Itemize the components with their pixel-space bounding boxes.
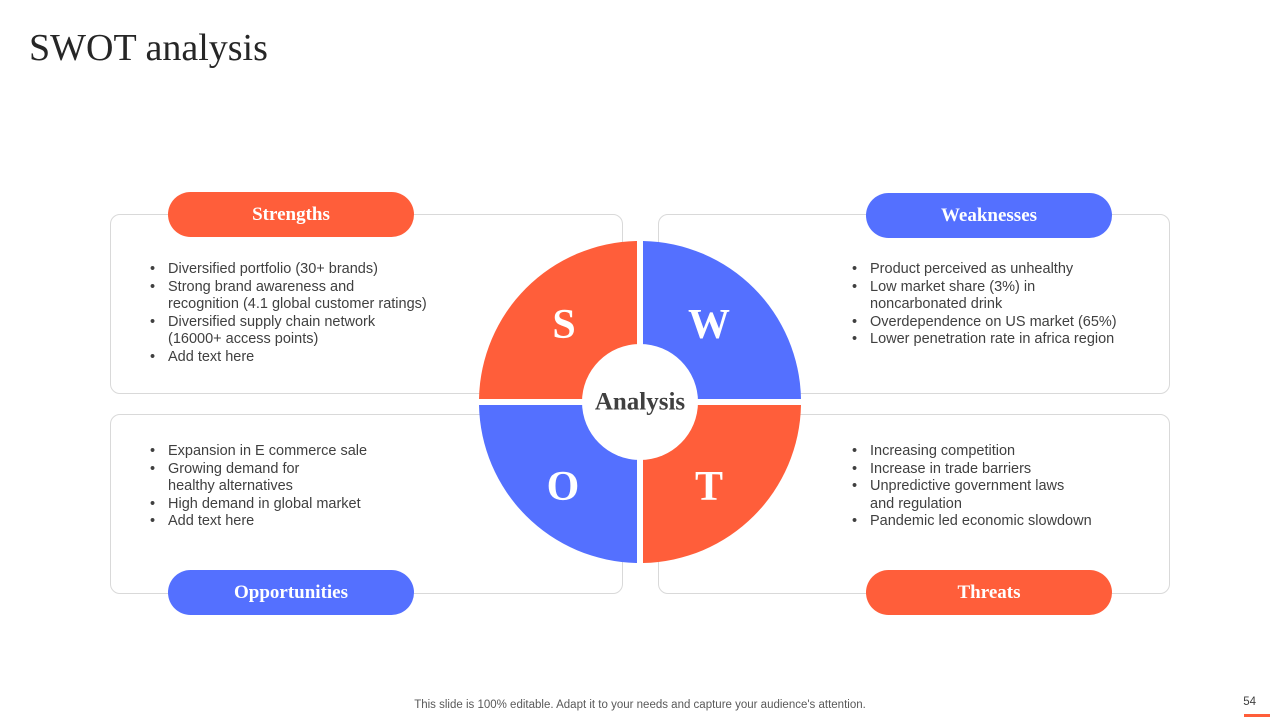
weaknesses-letter: W	[688, 302, 730, 348]
center-label: Analysis	[595, 389, 686, 416]
strengths-item: Diversified portfolio (30+ brands)	[148, 261, 478, 279]
weaknesses-list: Product perceived as unhealthy Low marke…	[850, 261, 1150, 349]
opportunities-label: Opportunities	[168, 570, 414, 615]
opportunities-quadrant	[479, 405, 637, 563]
swot-wheel: S W O T Analysis	[479, 241, 801, 563]
weaknesses-item: Lower penetration rate in africa region	[850, 331, 1150, 349]
strengths-item: Diversified supply chain network (16000+…	[148, 314, 478, 349]
strengths-item: Add text here	[148, 349, 478, 367]
strengths-quadrant	[479, 241, 637, 399]
threats-item: Increase in trade barriers	[850, 461, 1150, 479]
weaknesses-quadrant	[643, 241, 801, 399]
page-number: 54	[1243, 696, 1256, 708]
opportunities-list: Expansion in E commerce sale Growing dem…	[148, 443, 478, 531]
footer-note: This slide is 100% editable. Adapt it to…	[414, 699, 866, 711]
strengths-letter: S	[552, 302, 575, 348]
page-number-underline	[1244, 714, 1270, 717]
threats-item: Increasing competition	[850, 443, 1150, 461]
threats-quadrant	[643, 405, 801, 563]
threats-letter: T	[695, 464, 723, 510]
strengths-label: Strengths	[168, 192, 414, 237]
threats-item: Pandemic led economic slowdown	[850, 513, 1150, 531]
threats-item: Unpredictive government laws and regulat…	[850, 478, 1150, 513]
page-title: SWOT analysis	[29, 27, 268, 69]
threats-list: Increasing competition Increase in trade…	[850, 443, 1150, 531]
strengths-item: Strong brand awareness and recognition (…	[148, 279, 478, 314]
weaknesses-item: Low market share (3%) in noncarbonated d…	[850, 279, 1150, 314]
weaknesses-item: Overdependence on US market (65%)	[850, 314, 1150, 332]
weaknesses-item: Product perceived as unhealthy	[850, 261, 1150, 279]
center-circle	[582, 344, 698, 460]
opportunities-item: Expansion in E commerce sale	[148, 443, 478, 461]
weaknesses-label: Weaknesses	[866, 193, 1112, 238]
strengths-list: Diversified portfolio (30+ brands) Stron…	[148, 261, 478, 367]
opportunities-item: Growing demand for healthy alternatives	[148, 461, 478, 496]
opportunities-item: High demand in global market	[148, 496, 478, 514]
opportunities-item: Add text here	[148, 513, 478, 531]
threats-label: Threats	[866, 570, 1112, 615]
opportunities-letter: O	[547, 464, 580, 510]
